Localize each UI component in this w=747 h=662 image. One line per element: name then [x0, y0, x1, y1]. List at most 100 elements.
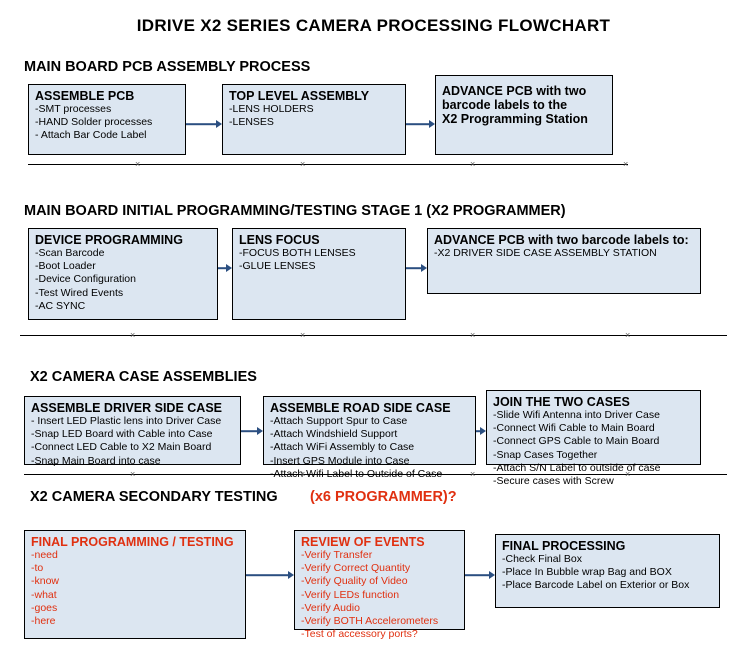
list-item: -Attach Windshield Support	[270, 428, 398, 441]
arrow-pcb-to-toplevel	[186, 119, 222, 129]
box-advance-pcb-driver-side[interactable]: ADVANCE PCB with two barcode labels to: …	[427, 228, 701, 294]
list-item: -Place Barcode Label on Exterior or Box	[502, 579, 690, 592]
arrow-lensfocus-to-advance	[406, 263, 427, 273]
box-review-of-events[interactable]: REVIEW OF EVENTS -Verify Transfer -Verif…	[294, 530, 465, 640]
divider-x-mark: ×	[135, 159, 141, 169]
box-items: - Insert LED Plastic lens into Driver Ca…	[31, 415, 235, 468]
box-title: TOP LEVEL ASSEMBLY	[229, 89, 370, 103]
list-item: -FOCUS BOTH LENSES	[239, 247, 356, 259]
box-final-programming-testing[interactable]: FINAL PROGRAMMING / TESTING -need -to -k…	[24, 530, 246, 639]
section-heading-4-note: (x6 PROGRAMMER)?	[310, 489, 457, 505]
box-items: -Check Final Box -Place In Bubble wrap B…	[502, 553, 714, 593]
list-item: - Insert LED Plastic lens into Driver Ca…	[31, 415, 222, 427]
box-assemble-road-side-case[interactable]: ASSEMBLE ROAD SIDE CASE -Attach Support …	[263, 396, 476, 480]
divider-x-mark: ×	[625, 469, 631, 479]
list-item: -Test of accessory ports?	[301, 628, 418, 641]
list-item: -what	[31, 588, 57, 601]
box-title: LENS FOCUS	[239, 233, 320, 247]
divider-x-mark: ×	[300, 469, 306, 479]
list-item: -AC SYNC	[35, 299, 86, 312]
list-item: - Attach Bar Code Label	[35, 129, 147, 142]
box-items: -Slide Wifi Antenna into Driver Case -Co…	[493, 409, 695, 488]
box-items: -SMT processes -HAND Solder processes - …	[35, 103, 180, 143]
divider-x-mark: ×	[470, 159, 476, 169]
section-divider-2	[20, 335, 727, 336]
box-title: JOIN THE TWO CASES	[493, 395, 630, 409]
list-item: -Snap LED Board with Cable into Case	[31, 428, 213, 441]
list-item: -Verify Audio	[301, 601, 360, 614]
divider-x-mark: ×	[130, 330, 136, 340]
section-heading-1: MAIN BOARD PCB ASSEMBLY PROCESS	[24, 59, 311, 75]
list-item: -Check Final Box	[502, 553, 582, 565]
box-join-the-two-cases[interactable]: JOIN THE TWO CASES -Slide Wifi Antenna i…	[486, 390, 701, 487]
box-title: ADVANCE PCB with two barcode labels to:	[434, 233, 689, 247]
list-item: -Boot Loader	[35, 260, 96, 273]
list-item: -GLUE LENSES	[239, 260, 316, 273]
box-title: ASSEMBLE DRIVER SIDE CASE	[31, 401, 223, 415]
box-title: DEVICE PROGRAMMING	[35, 233, 183, 247]
divider-x-mark: ×	[300, 159, 306, 169]
box-device-programming[interactable]: DEVICE PROGRAMMING -Scan Barcode -Boot L…	[28, 228, 218, 320]
list-item: -Verify Correct Quantity	[301, 562, 411, 575]
list-item: -need	[31, 549, 58, 561]
box-title: ASSEMBLE PCB	[35, 89, 135, 103]
divider-x-mark: ×	[130, 469, 136, 479]
box-items: -Verify Transfer -Verify Correct Quantit…	[301, 549, 459, 641]
list-item: -X2 DRIVER SIDE CASE ASSEMBLY STATION	[434, 247, 657, 259]
list-item: -Place In Bubble wrap Bag and BOX	[502, 566, 672, 579]
box-items: -FOCUS BOTH LENSES -GLUE LENSES	[239, 247, 400, 273]
box-final-processing[interactable]: FINAL PROCESSING -Check Final Box -Place…	[495, 534, 720, 608]
section-heading-4: X2 CAMERA SECONDARY TESTING	[30, 489, 278, 505]
list-item: -HAND Solder processes	[35, 116, 153, 129]
box-top-level-assembly[interactable]: TOP LEVEL ASSEMBLY -LENS HOLDERS -LENSES	[222, 84, 406, 155]
box-items: -X2 DRIVER SIDE CASE ASSEMBLY STATION	[434, 247, 695, 260]
list-item: -Slide Wifi Antenna into Driver Case	[493, 409, 660, 421]
box-title: ASSEMBLE ROAD SIDE CASE	[270, 401, 451, 415]
divider-x-mark: ×	[470, 469, 476, 479]
section-divider-3	[24, 474, 727, 475]
list-item: -to	[31, 562, 44, 575]
list-item: -Secure cases with Screw	[493, 475, 614, 488]
arrow-driver-to-roadside	[241, 426, 263, 436]
arrow-toplevel-to-advance	[406, 119, 435, 129]
page-title: IDRIVE X2 SERIES CAMERA PROCESSING FLOWC…	[136, 16, 611, 35]
divider-x-mark: ×	[470, 330, 476, 340]
box-title: ADVANCE PCB with two barcode labels to t…	[442, 84, 588, 126]
box-items: -need -to -know -what -goes -here	[31, 549, 240, 628]
list-item: -Attach WiFi Assembly to Case	[270, 441, 415, 454]
section-divider-1	[28, 164, 628, 165]
box-assemble-pcb[interactable]: ASSEMBLE PCB -SMT processes -HAND Solder…	[28, 84, 186, 155]
list-item: -Attach Support Spur to Case	[270, 415, 408, 427]
divider-x-mark: ×	[625, 330, 631, 340]
list-item: -here	[31, 615, 56, 628]
list-item: -Verify BOTH Accelerometers	[301, 615, 439, 628]
section-heading-2: MAIN BOARD INITIAL PROGRAMMING/TESTING S…	[24, 203, 566, 219]
list-item: -Test Wired Events	[35, 286, 124, 299]
list-item: -Device Configuration	[35, 273, 136, 286]
list-item: -Snap Cases Together	[493, 448, 598, 461]
list-item: -LENSES	[229, 116, 274, 129]
box-lens-focus[interactable]: LENS FOCUS -FOCUS BOTH LENSES -GLUE LENS…	[232, 228, 406, 320]
box-title: REVIEW OF EVENTS	[301, 535, 425, 549]
list-item: -know	[31, 575, 60, 588]
list-item: -Connect GPS Cable to Main Board	[493, 435, 660, 448]
arrow-review-to-finalprocessing	[465, 570, 495, 580]
arrow-device-to-lensfocus	[218, 263, 232, 273]
box-assemble-driver-side-case[interactable]: ASSEMBLE DRIVER SIDE CASE - Insert LED P…	[24, 396, 241, 468]
list-item: -goes	[31, 601, 58, 614]
box-title: FINAL PROCESSING	[502, 539, 626, 553]
list-item: -Verify Transfer	[301, 549, 373, 561]
list-item: -Verify LEDs function	[301, 588, 400, 601]
list-item: -Connect LED Cable to X2 Main Board	[31, 441, 212, 454]
list-item: -Scan Barcode	[35, 247, 105, 259]
box-items: -Attach Support Spur to Case -Attach Win…	[270, 415, 470, 481]
list-item: -SMT processes	[35, 103, 112, 115]
section-heading-3: X2 CAMERA CASE ASSEMBLIES	[30, 369, 257, 385]
list-item: -Snap Main Board into case	[31, 454, 161, 467]
list-item: -Verify Quality of Video	[301, 575, 408, 588]
box-advance-pcb-programming-station[interactable]: ADVANCE PCB with two barcode labels to t…	[435, 75, 613, 155]
divider-x-mark: ×	[300, 330, 306, 340]
list-item: -Connect Wifi Cable to Main Board	[493, 422, 655, 435]
box-title: FINAL PROGRAMMING / TESTING	[31, 535, 234, 549]
